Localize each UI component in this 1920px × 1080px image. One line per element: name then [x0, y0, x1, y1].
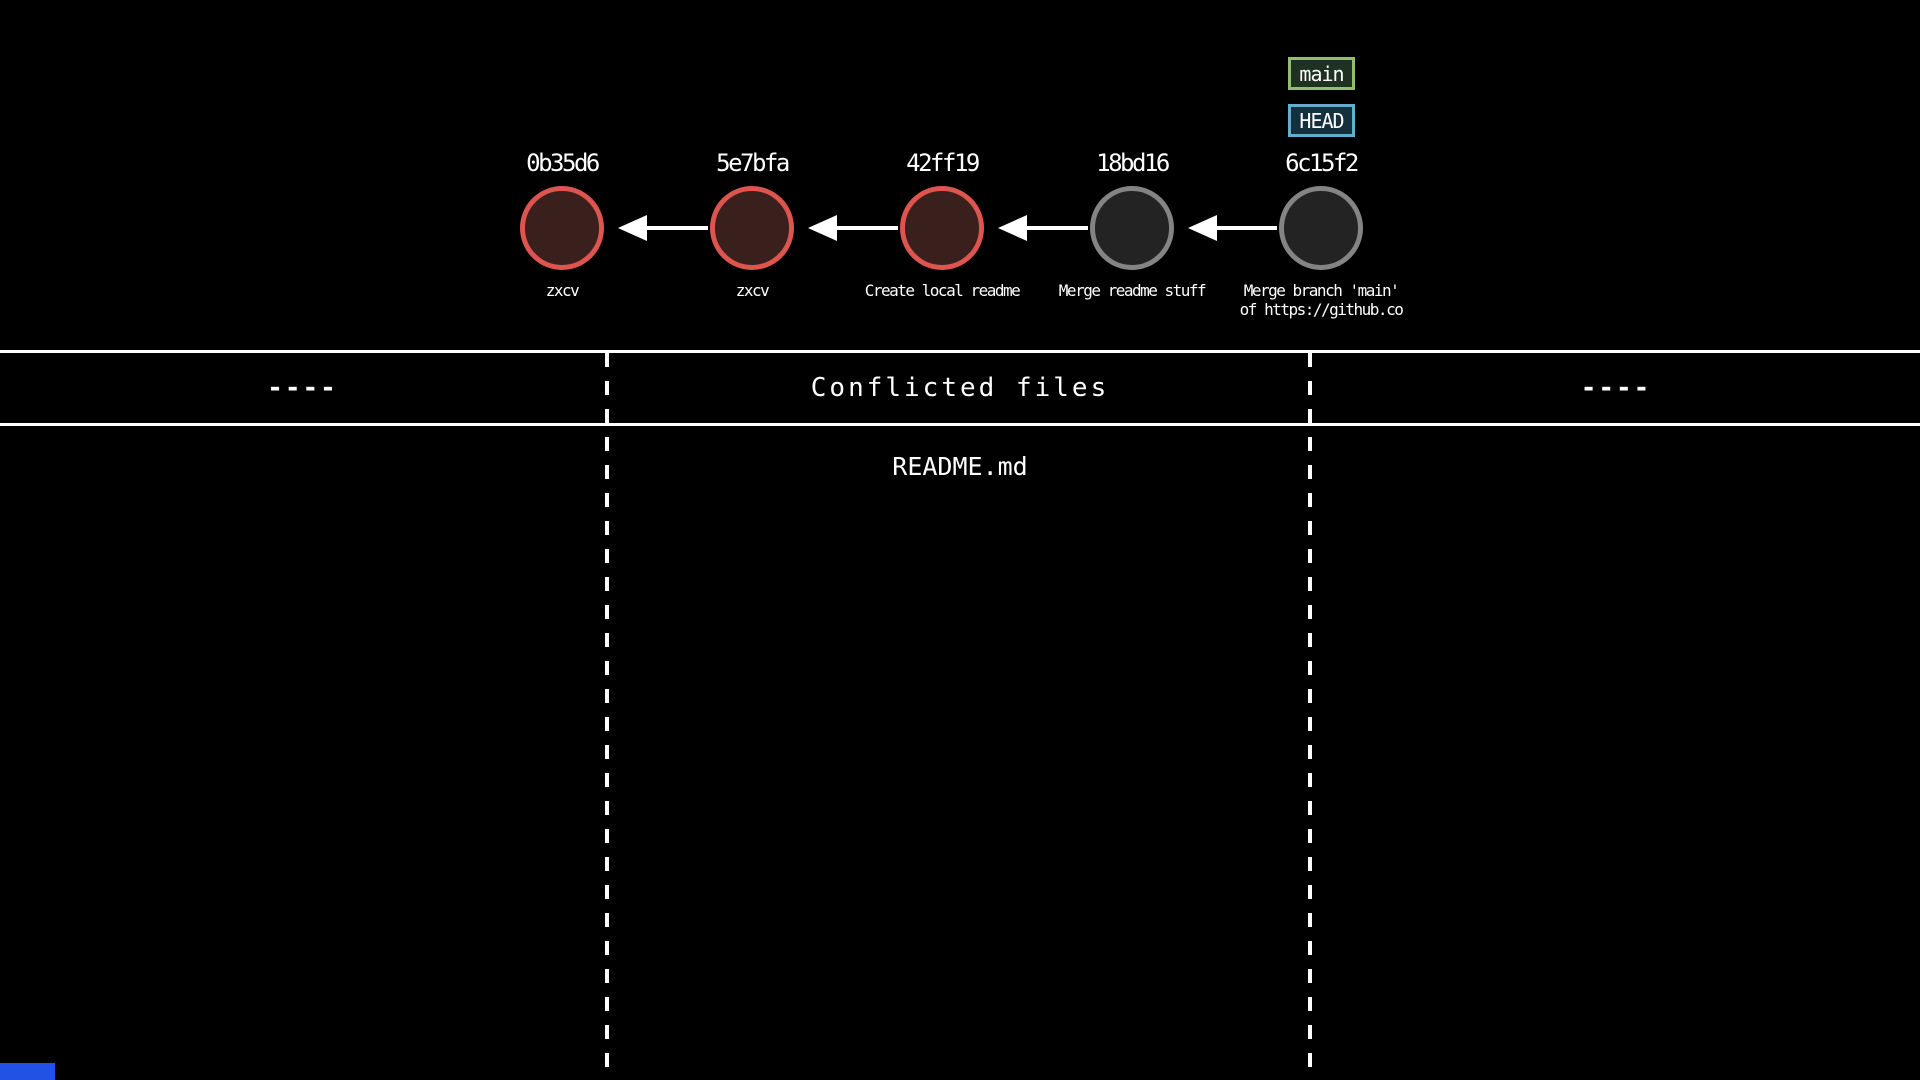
table-header-line [0, 423, 1920, 426]
commit-hash: 18bd16 [1096, 149, 1170, 177]
commit-circle [710, 186, 794, 270]
column-divider-right [1308, 353, 1312, 1080]
branch-badge-main-label: main [1299, 61, 1344, 86]
commit-circle [900, 186, 984, 270]
commit-hash: 5e7bfa [716, 149, 790, 177]
table-header-left-placeholder: ---- [267, 373, 338, 403]
blue-corner-bar [0, 1063, 55, 1080]
commit-message: zxcv [735, 281, 770, 300]
commit-hash: 42ff19 [906, 149, 980, 177]
commit-node-5e7bfa: 5e7bfa zxcv [657, 0, 847, 340]
commit-message: Merge branch 'main' of https://github.co [1239, 281, 1404, 319]
branch-badge-main: main [1288, 57, 1355, 90]
commit-node-0b35d6: 0b35d6 zxcv [467, 0, 657, 340]
commit-message: Create local readme [864, 281, 1021, 300]
commit-message: zxcv [545, 281, 580, 300]
commit-circle [520, 186, 604, 270]
head-badge: HEAD [1288, 104, 1355, 137]
table-header-conflicted-files: Conflicted files [810, 373, 1110, 403]
commit-circle [1279, 186, 1363, 270]
table-header-right-placeholder: ---- [1580, 373, 1652, 403]
commit-circle [1090, 186, 1174, 270]
commit-hash: 6c15f2 [1285, 149, 1359, 177]
commit-message: Merge readme stuff [1058, 281, 1207, 300]
conflicted-file-name: README.md [892, 451, 1028, 481]
head-badge-label: HEAD [1299, 108, 1344, 133]
commit-hash: 0b35d6 [526, 149, 600, 177]
table-top-line [0, 350, 1920, 353]
column-divider-left [605, 353, 609, 1080]
